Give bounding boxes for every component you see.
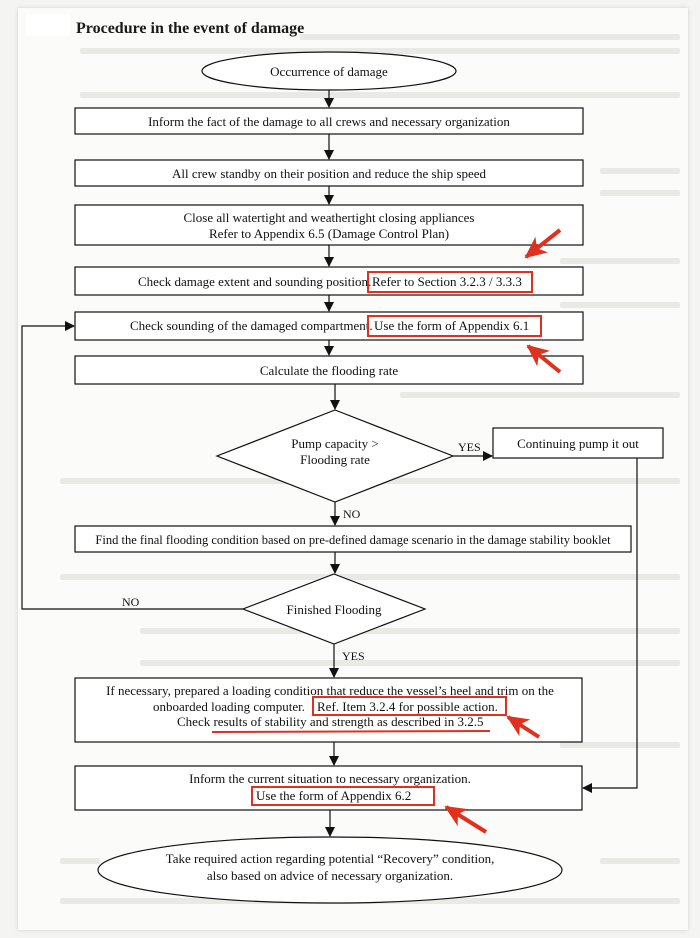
arrow-finished-no-loop: [21, 321, 243, 610]
loading-condition-line1: If necessary, prepared a loading conditi…: [106, 683, 554, 698]
final-condition-box: Find the final flooding condition based …: [74, 525, 632, 553]
edge-label-yes-finished: YES: [342, 649, 365, 663]
calculate-box: Calculate the flooding rate: [74, 355, 584, 385]
finished-decision-label: Finished Flooding: [287, 602, 382, 617]
annotation-arrows: [444, 228, 562, 834]
inform-current-highlight: [251, 786, 435, 806]
redacted-header-number: [26, 14, 70, 36]
loading-check-underline: [211, 730, 491, 733]
continue-pump-box: Continuing pump it out: [492, 427, 664, 459]
arrow-continue-to-inform: [582, 458, 638, 793]
check-sounding-label: Check sounding of the damaged compartmen…: [130, 318, 373, 333]
final-condition-label: Find the final flooding condition based …: [95, 533, 611, 547]
recovery-line2: also based on advice of necessary organi…: [207, 868, 453, 883]
edge-label-no-pump: NO: [343, 507, 361, 521]
red-arrow-loading: [506, 715, 541, 739]
loading-condition-ref: Ref. Item 3.2.4 for possible action.: [317, 699, 498, 714]
loading-condition-box: If necessary, prepared a loading conditi…: [74, 677, 583, 743]
red-arrow-extent: [524, 228, 562, 259]
check-extent-label: Check damage extent and sounding positio…: [138, 274, 371, 289]
close-appliances-line1: Close all watertight and weathertight cl…: [184, 210, 475, 225]
standby-box-label: All crew standby on their position and r…: [172, 166, 487, 181]
edge-label-yes-pump: YES: [458, 440, 481, 454]
edge-label-no-finished: NO: [122, 595, 140, 609]
recovery-node: Take required action regarding potential…: [97, 836, 563, 904]
finished-decision: Finished Flooding: [241, 573, 427, 645]
close-appliances-box: Close all watertight and weathertight cl…: [74, 204, 584, 246]
check-extent-box: Check damage extent and sounding positio…: [74, 266, 584, 296]
close-appliances-line2: Refer to Appendix 6.5 (Damage Control Pl…: [209, 226, 449, 241]
loading-ref-highlight: [312, 696, 507, 716]
continue-pump-label: Continuing pump it out: [517, 436, 639, 451]
pump-decision-line2: Flooding rate: [300, 452, 370, 467]
standby-box: All crew standby on their position and r…: [74, 159, 584, 187]
loading-condition-line3: Check results of stability and strength …: [177, 714, 484, 729]
page-title: Procedure in the event of damage: [76, 20, 305, 37]
inform-current-box: Inform the current situation to necessar…: [74, 765, 583, 811]
red-arrow-sounding: [526, 344, 562, 374]
inform-current-label: Inform the current situation to necessar…: [189, 771, 471, 786]
start-node: Occurrence of damage: [201, 51, 457, 91]
check-sounding-highlight: [367, 315, 542, 337]
check-extent-ref: Refer to Section 3.2.3 / 3.3.3: [372, 274, 522, 289]
check-sounding-box: Check sounding of the damaged compartmen…: [74, 311, 584, 341]
loading-condition-line2: onboarded loading computer.: [153, 699, 305, 714]
start-node-label: Occurrence of damage: [270, 64, 388, 79]
inform-box: Inform the fact of the damage to all cre…: [74, 107, 584, 135]
calculate-label: Calculate the flooding rate: [260, 363, 398, 378]
pump-decision-line1: Pump capacity >: [291, 436, 378, 451]
inform-box-label: Inform the fact of the damage to all cre…: [148, 114, 510, 129]
red-arrow-inform-current: [444, 805, 488, 834]
check-extent-highlight: [367, 271, 533, 293]
recovery-line1: Take required action regarding potential…: [166, 851, 495, 866]
pump-decision: Pump capacity > Flooding rate: [215, 409, 455, 503]
connectors: [21, 90, 638, 837]
check-sounding-ref: Use the form of Appendix 6.1: [374, 318, 529, 333]
inform-current-ref: Use the form of Appendix 6.2: [256, 788, 411, 803]
